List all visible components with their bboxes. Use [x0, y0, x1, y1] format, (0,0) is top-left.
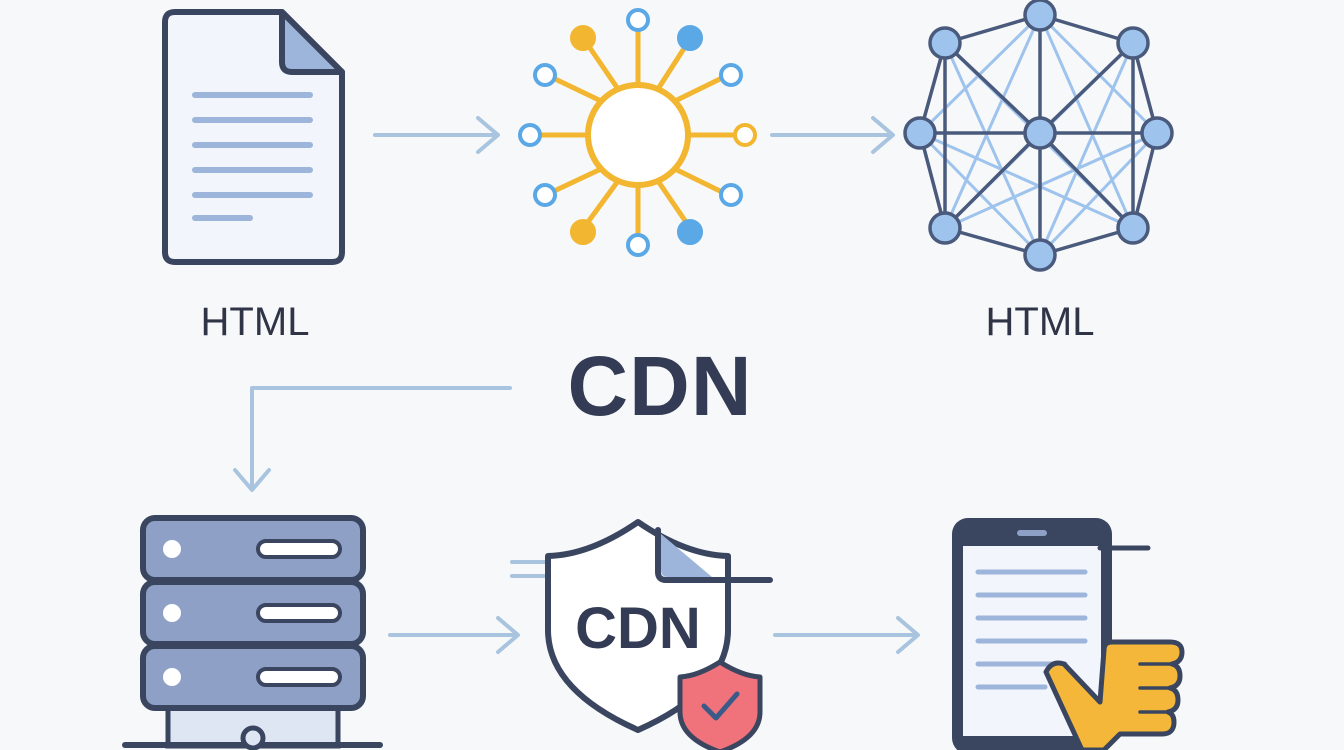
server-stack-icon — [122, 515, 383, 750]
shield-label: CDN — [575, 596, 701, 661]
arrow-shield-to-tablet — [773, 616, 920, 654]
arrow-doc-to-hub — [373, 116, 500, 154]
pointing-hand-icon — [1043, 639, 1185, 750]
cdn-title: CDN — [567, 339, 753, 433]
arrow-cdn-to-server — [233, 386, 512, 492]
hub-icon — [518, 8, 757, 257]
arrow-server-to-shield — [388, 616, 520, 654]
html-label-left: HTML — [200, 300, 310, 344]
network-mesh-icon — [903, 0, 1174, 272]
security-badge-icon — [677, 659, 763, 750]
html-label-right: HTML — [985, 300, 1095, 344]
arrow-hub-to-mesh — [770, 116, 895, 154]
document-icon — [162, 9, 345, 265]
